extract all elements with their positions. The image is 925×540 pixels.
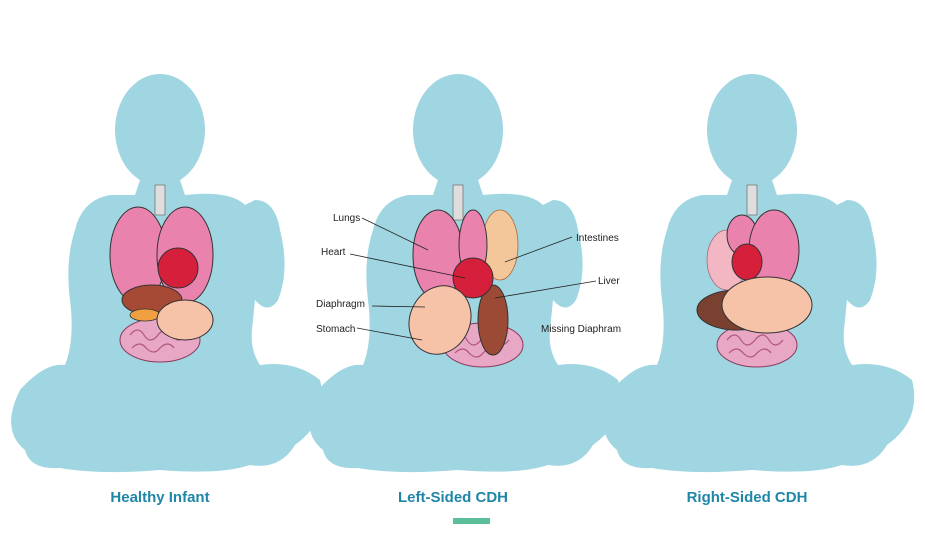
active-tab-indicator <box>453 518 490 524</box>
trachea <box>452 184 464 221</box>
panel-left-sided-cdh <box>309 74 621 473</box>
tab-left-sided-cdh[interactable]: Left-Sided CDH <box>398 489 508 506</box>
stomach <box>408 285 472 355</box>
liver <box>477 284 509 356</box>
label-heart: Heart <box>321 247 346 258</box>
diaphragm <box>129 308 161 322</box>
trachea <box>746 184 758 216</box>
panel-right-sided-cdh <box>603 74 915 473</box>
stomach <box>156 299 214 341</box>
label-diaphragm: Diaphragm <box>316 299 365 310</box>
heart <box>157 247 199 289</box>
panel-healthy-infant <box>11 74 323 473</box>
heart <box>452 257 494 299</box>
stomach <box>721 276 813 334</box>
tab-healthy-infant[interactable]: Healthy Infant <box>110 489 210 506</box>
label-liver: Liver <box>598 276 620 287</box>
leader-lines <box>349 217 597 341</box>
tab-right-sided-cdh[interactable]: Right-Sided CDH <box>686 489 808 506</box>
label-intestines: Intestines <box>576 233 619 244</box>
label-lungs: Lungs <box>333 213 360 224</box>
label-stomach: Stomach <box>316 324 355 335</box>
label-missing-diaphragm: Missing Diaphram <box>541 324 621 335</box>
trachea <box>154 184 166 216</box>
heart <box>731 243 763 281</box>
